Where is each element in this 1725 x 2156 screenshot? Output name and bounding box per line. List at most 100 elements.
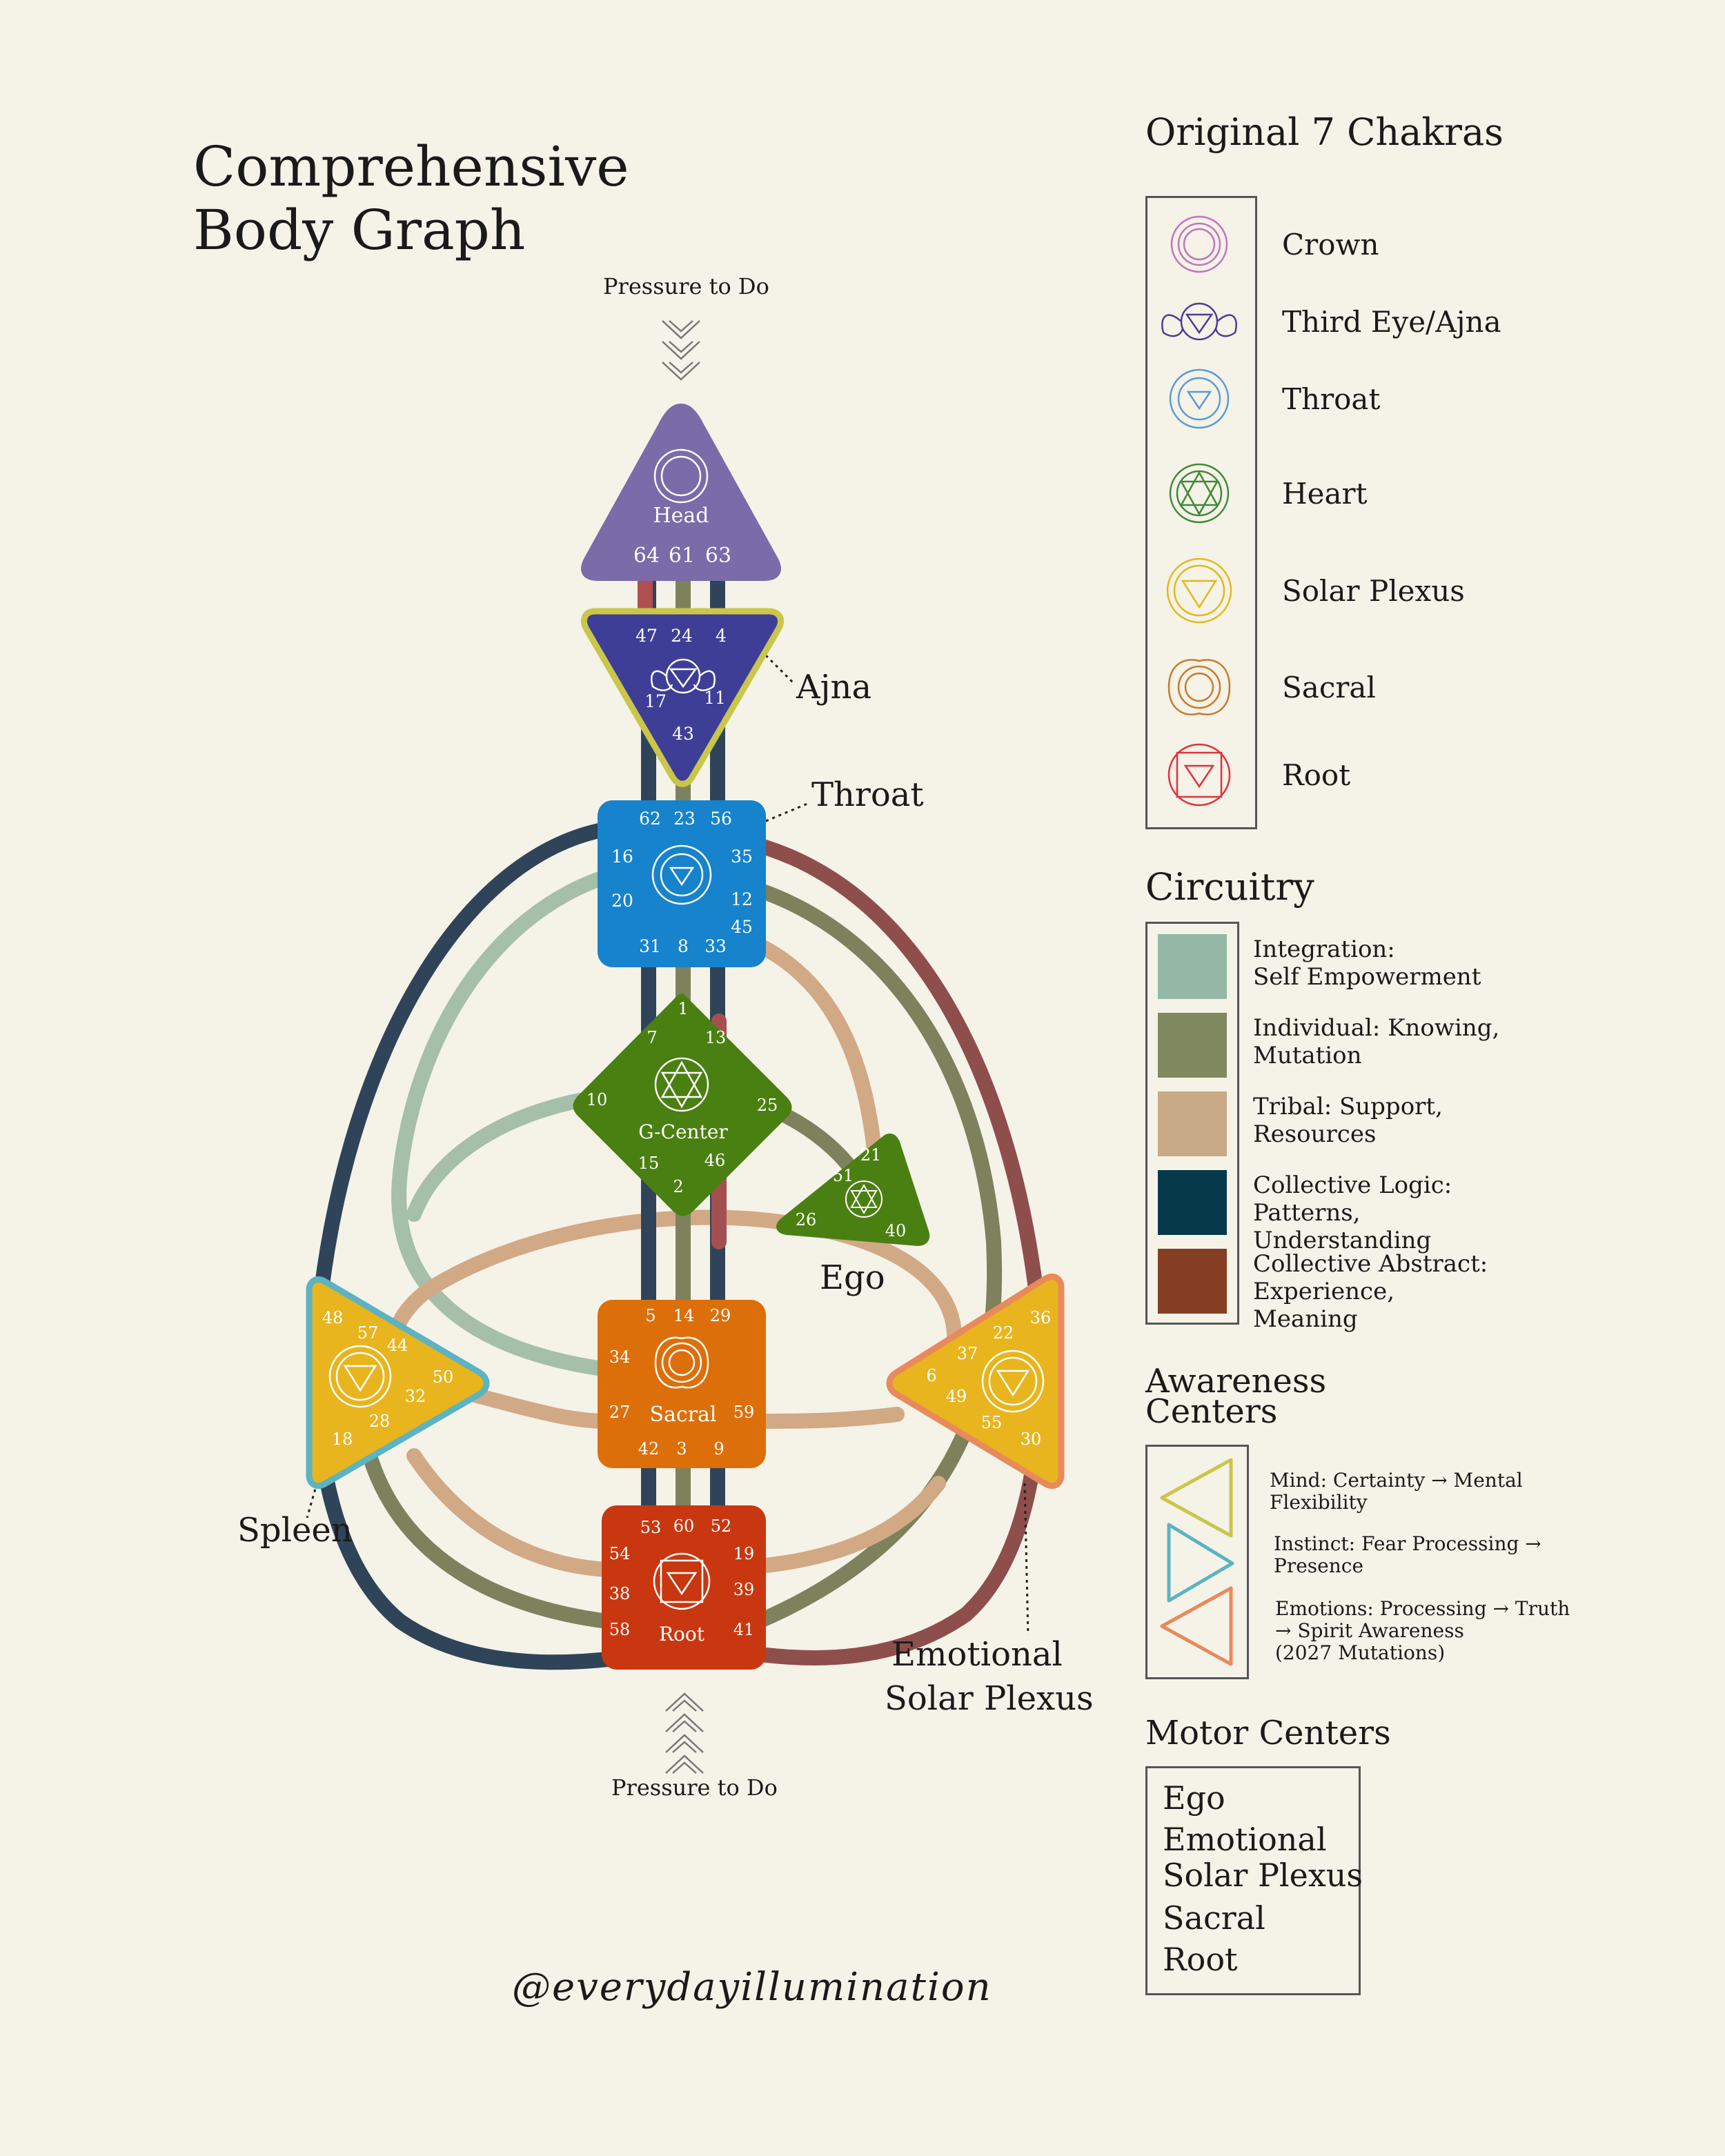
throat-callout: Throat: [811, 775, 924, 814]
gate-label: 8: [678, 936, 689, 956]
root-center-label: Root: [659, 1623, 705, 1645]
sacral-chakra-icon: [654, 1336, 709, 1389]
gate-label: 59: [733, 1403, 755, 1422]
gate-label: 15: [638, 1154, 660, 1173]
heart-chakra-icon: [1169, 463, 1230, 524]
gate-label: 26: [796, 1210, 817, 1229]
motor-heading: Motor Centers: [1145, 1714, 1391, 1752]
chakra-item-heart: Heart: [1145, 455, 1367, 531]
chakra-label: Sacral: [1282, 670, 1376, 704]
sacral-center-shape: [598, 1300, 766, 1468]
mind-awareness-triangle-icon: [1160, 1458, 1233, 1538]
gate-label: 54: [609, 1544, 631, 1563]
gate-label: 44: [387, 1336, 408, 1355]
awareness-label: Emotions: Processing → Truth → Spirit Aw…: [1275, 1597, 1570, 1664]
body-graph: Head 64 61 63 47 24 4 17 11 43 62 23 56 …: [306, 320, 1065, 1774]
chakra-item-throat: Throat: [1145, 364, 1380, 433]
gate-label: 41: [733, 1620, 755, 1639]
gate-label: 47: [635, 626, 658, 646]
chakra-label: Root: [1282, 758, 1351, 792]
pressure-top-chevrons: [662, 320, 700, 381]
awareness-label: Mind: Certainty → Mental Flexibility: [1270, 1469, 1523, 1514]
signature: @everydayillumination: [512, 1965, 992, 2010]
gate-label: 14: [673, 1306, 695, 1325]
motor-legend-box: Ego Emotional Solar Plexus Sacral Root: [1145, 1766, 1363, 1995]
channel-integration-arc: [391, 869, 615, 1377]
gate-label: 4: [716, 626, 727, 646]
solar-plexus-center[interactable]: 36 22 37 6 49 55 30: [886, 1274, 1065, 1489]
chakra-label: Heart: [1282, 476, 1368, 511]
circuit-swatch: [1158, 1013, 1227, 1078]
awareness-legend-box: [1145, 1445, 1249, 1679]
ego-center[interactable]: 21 51 26 40: [776, 1134, 930, 1246]
gate-label: 17: [644, 691, 667, 711]
pressure-top-label: Pressure to Do: [603, 273, 769, 299]
gate-label: 1: [678, 999, 688, 1018]
ajna-callout: Ajna: [796, 668, 872, 706]
gate-label: 3: [676, 1439, 687, 1458]
gate-label: 7: [647, 1028, 657, 1047]
chakras-legend-box: [1145, 196, 1257, 829]
chakra-item-crown: Crown: [1145, 210, 1379, 279]
awareness-heading: Awareness Centers: [1145, 1362, 1327, 1431]
gate-label: 28: [369, 1412, 391, 1431]
awareness-icons: [1160, 1458, 1234, 1666]
gate-label: 12: [731, 889, 753, 909]
gate-label: 43: [672, 724, 694, 744]
chakra-label: Solar Plexus: [1282, 573, 1465, 608]
channel-integration-g: [406, 1093, 587, 1222]
gate-label: 13: [705, 1028, 727, 1047]
gate-label: 11: [704, 688, 726, 708]
pressure-bottom-chevrons: [665, 1692, 704, 1774]
third-eye-chakra-icon: [651, 658, 716, 694]
motor-item: Emotional: [1163, 1821, 1327, 1858]
chakra-label: Crown: [1282, 227, 1379, 261]
circuitry-legend: Integration: Self Empowerment Individual…: [1145, 922, 1697, 1333]
circuit-swatch: [1158, 934, 1227, 999]
gate-label: 16: [611, 847, 633, 867]
gate-label: 39: [733, 1580, 755, 1599]
gate-label: 37: [957, 1344, 978, 1363]
chakras-legend: Crown Third Eye/Ajna Throat Heart Solar …: [1145, 196, 1697, 825]
root-center[interactable]: Root 53 60 52 54 19 38 39 58 41: [602, 1505, 766, 1670]
gate-label: 51: [833, 1166, 854, 1185]
gate-label: 52: [711, 1516, 732, 1536]
gate-label: 53: [640, 1518, 662, 1537]
gate-label: 64: [633, 544, 660, 568]
ajna-center[interactable]: 47 24 4 17 11 43: [581, 608, 784, 787]
gate-label: 50: [433, 1367, 454, 1387]
channel-individual-right: [751, 882, 1003, 1629]
gate-label: 49: [946, 1387, 967, 1406]
awareness-heading-line-2: Centers: [1145, 1392, 1278, 1431]
chakra-label: Third Eye/Ajna: [1282, 304, 1501, 339]
gate-label: 20: [611, 891, 633, 911]
spleen-callout: Spleen: [237, 1511, 353, 1550]
gate-label: 61: [669, 544, 695, 568]
circuitry-heading: Circuitry: [1145, 865, 1314, 909]
sacral-center[interactable]: Sacral 5 14 29 34 27 59 42 3 9: [598, 1300, 766, 1468]
title-line-1: Comprehensive: [193, 135, 629, 199]
gate-label: 48: [322, 1308, 344, 1327]
throat-center[interactable]: 62 23 56 16 35 20 12 45 31 8 33: [598, 800, 766, 967]
head-center[interactable]: Head 64 61 63: [581, 404, 781, 581]
ego-callout: Ego: [820, 1258, 885, 1297]
chakras-heading: Original 7 Chakras: [1145, 110, 1504, 154]
gate-label: 35: [731, 847, 753, 867]
gate-label: 42: [638, 1439, 660, 1458]
circuit-swatch: [1158, 1091, 1227, 1156]
chakra-item-root: Root: [1145, 737, 1350, 813]
gate-label: 29: [710, 1306, 731, 1325]
gate-label: 45: [731, 917, 753, 937]
gate-label: 36: [1030, 1308, 1052, 1327]
solar-plexus-center-shape: [886, 1274, 1065, 1489]
g-center[interactable]: G-Center 1 7 13 10 25 15 46 2: [573, 993, 792, 1216]
gate-label: 22: [993, 1323, 1014, 1343]
heart-chakra-icon: [654, 1057, 709, 1112]
gate-label: 18: [332, 1430, 353, 1449]
awareness-heading-line-1: Awareness: [1145, 1362, 1327, 1401]
solar-plexus-callout-line-1: Emotional: [891, 1635, 1063, 1674]
gate-label: 55: [981, 1413, 1003, 1432]
circuit-label: Individual: Knowing, Mutation: [1253, 1014, 1500, 1069]
spleen-center[interactable]: 48 57 44 50 32 28 18: [306, 1276, 490, 1489]
gate-label: 30: [1021, 1430, 1042, 1449]
